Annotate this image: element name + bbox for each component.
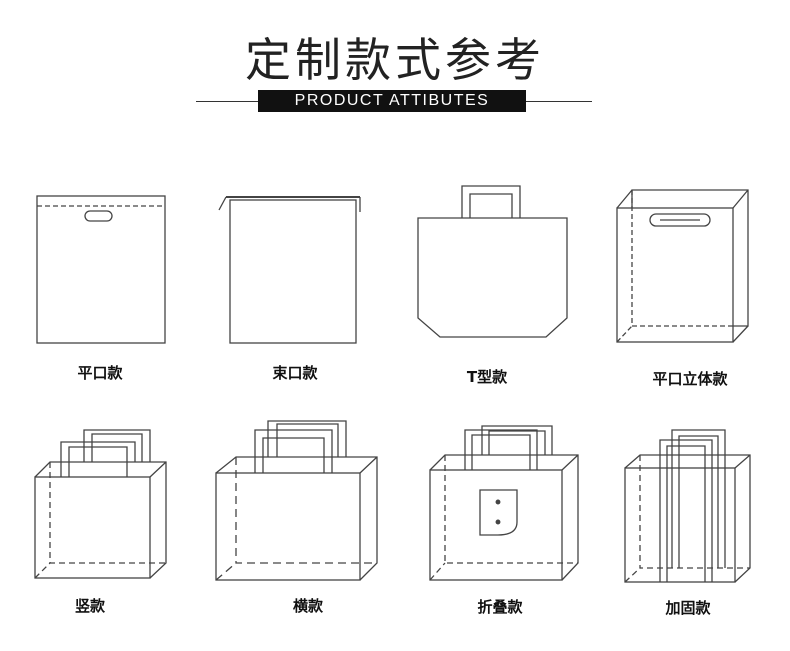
- bag-style-label: 加固款: [665, 599, 711, 617]
- bag-style-label: 束口款: [272, 364, 318, 382]
- horizontal-bag-drawing: [215, 420, 378, 581]
- flat-3d-bag-drawing: [616, 189, 749, 343]
- bag-style-label: 横款: [292, 597, 324, 615]
- bag-style-label: 平口立体款: [652, 370, 728, 388]
- page-subtitle: PRODUCT ATTIBUTES: [258, 90, 526, 112]
- reinforced-bag-drawing: [624, 429, 751, 583]
- bag-style-label: 平口款: [77, 364, 123, 382]
- t-shape-bag-drawing: [417, 185, 568, 338]
- page-title: 定制款式参考: [245, 33, 545, 87]
- drawstring-bag-drawing: [218, 196, 361, 344]
- flat-bag-drawing: [36, 195, 166, 344]
- vertical-bag-drawing: [34, 429, 167, 579]
- folding-bag-drawing: [429, 425, 579, 581]
- bag-style-label: 折叠款: [477, 598, 523, 616]
- bag-style-label: T型款: [466, 368, 508, 386]
- bag-style-label: 竖款: [74, 597, 106, 615]
